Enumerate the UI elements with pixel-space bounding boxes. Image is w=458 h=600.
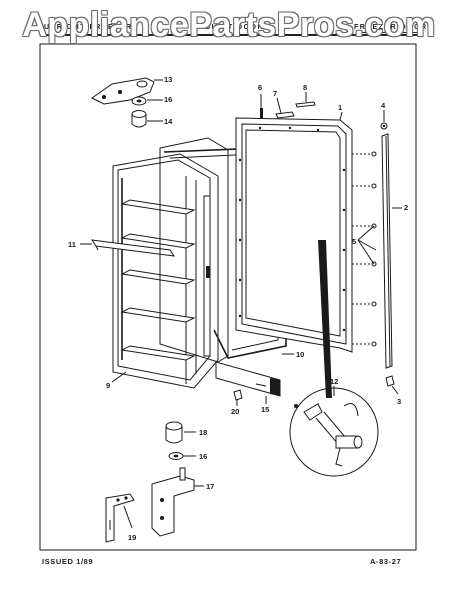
lower-hinge-pin: [179, 467, 186, 481]
door-liner-outline: [112, 153, 219, 389]
washer-hole: [136, 99, 142, 103]
header-model: UPRIGHT FREEZER: [44, 24, 133, 31]
part-callouts: 13 16 14 6 7 8 1 4 2 5 11 10 9 12 3 15 2…: [68, 75, 408, 542]
diagram-frame: [39, 43, 417, 551]
callout-14: 14: [164, 117, 173, 126]
latch-bracket: [303, 403, 323, 421]
page-code: A-83-27: [370, 557, 402, 566]
latch-detail-circle: [289, 387, 379, 477]
callout-9: 9: [106, 381, 110, 390]
callout-15: 15: [261, 405, 269, 414]
latch-spring: [343, 403, 359, 417]
top-spacer-strip: [295, 101, 316, 108]
door-liner-assembly: [112, 153, 219, 389]
lower-hinge-bracket: [151, 475, 195, 537]
callout-16-upper: 16: [164, 95, 172, 104]
trim-screw: [233, 389, 243, 401]
latch-cylinder-end: [353, 435, 363, 449]
door-shelf: [120, 345, 196, 361]
outer-door-panel-group: [235, 111, 353, 353]
door-handle-rail-group: [380, 110, 402, 395]
header-section: CABINET DOOR: [192, 24, 265, 31]
screw-20-group: [233, 389, 243, 406]
trim-end-cap: [270, 378, 280, 396]
upper-hinge-group: [91, 77, 163, 128]
lower-hinge-bushing: [165, 425, 183, 444]
header-title: FREEZER DOOR: [354, 24, 428, 31]
callout-12: 12: [330, 377, 338, 386]
liner-clip: [206, 266, 210, 278]
top-trim-clip: [275, 111, 295, 119]
callout-10: 10: [296, 350, 304, 359]
door-panel-rivets: [238, 126, 346, 332]
callout-17: 17: [206, 482, 214, 491]
top-hardware-group: [260, 92, 316, 119]
gasket-outer-back: [159, 137, 229, 363]
header-title-underline: [358, 32, 418, 33]
latch-leader-bar: [318, 240, 332, 398]
callout-2: 2: [404, 203, 408, 212]
door-shelf-bar: [90, 239, 176, 257]
callout-11: 11: [68, 240, 76, 249]
door-shelf: [120, 199, 196, 215]
door-shelf: [120, 307, 196, 323]
outer-door-panel-inner-lip: [241, 123, 347, 345]
outer-door-panel: [235, 117, 353, 353]
shelf-bar-group: [80, 239, 176, 257]
door-shelf: [120, 269, 196, 285]
hinge-hole: [102, 95, 106, 99]
lower-hinge-group: [105, 421, 204, 543]
callout-16-lower: 16: [199, 452, 207, 461]
issued-date: ISSUED 1/89: [42, 557, 94, 566]
hinge-pin-top: [136, 80, 148, 88]
callout-4: 4: [381, 101, 386, 110]
callout-6: 6: [258, 83, 262, 92]
watermark: AppliancePartsPros.com: [22, 6, 436, 44]
lower-hinge-shim: [105, 493, 135, 543]
callout-3: 3: [397, 397, 401, 406]
rail-bottom-screw: [385, 375, 395, 387]
callout-19: 19: [128, 533, 136, 542]
callout-1: 1: [338, 103, 342, 112]
callout-7: 7: [273, 89, 277, 98]
hinge-hole: [118, 90, 122, 94]
door-shelf: [120, 233, 196, 249]
bottom-trim-group: [215, 361, 281, 404]
rail-screws-group: [352, 151, 377, 347]
callout-8: 8: [303, 83, 307, 92]
latch-detail-group: [289, 240, 379, 477]
callout-5: 5: [352, 237, 356, 246]
latch-screw: [294, 404, 298, 408]
callout-20: 20: [231, 407, 239, 416]
bushing-top: [131, 110, 147, 118]
header-rule: [42, 34, 418, 36]
door-stop-pin: [260, 108, 263, 118]
callout-18: 18: [199, 428, 207, 437]
callout-13: 13: [164, 75, 172, 84]
